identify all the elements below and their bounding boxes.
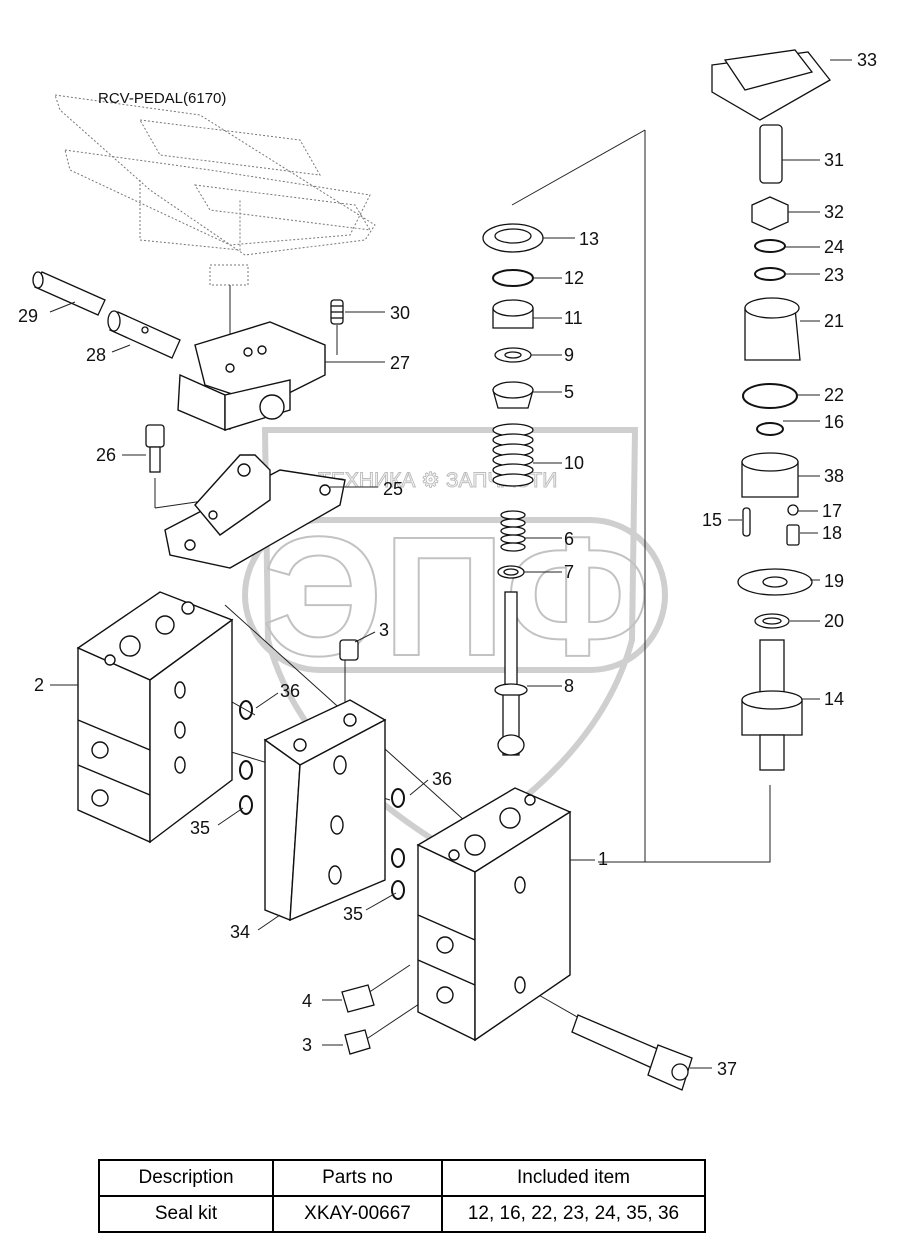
callout-30: 30 (390, 303, 410, 323)
part-4-plug (341, 984, 375, 1013)
cell-included-item: 12, 16, 22, 23, 24, 35, 36 (441, 1195, 706, 1233)
callout-34: 34 (230, 922, 250, 942)
callout-25: 25 (383, 479, 403, 499)
callout-7: 7 (564, 562, 574, 582)
spring-10 (492, 423, 534, 487)
callout-21: 21 (824, 311, 844, 331)
right-column-parts (711, 49, 831, 771)
part-2-valve-block (76, 591, 234, 844)
exploded-parts-diagram: ТЕХНИКА ⚙ ЗАПЧАСТИ ЭПФ RCV-PEDAL(6170) (18, 49, 877, 1091)
header-parts-no: Parts no (272, 1159, 443, 1197)
watermark-letters: ЭПФ (262, 502, 650, 692)
callout-27: 27 (390, 353, 410, 373)
callout-14: 14 (824, 689, 844, 709)
part-27-bracket (177, 321, 326, 432)
callout-20: 20 (824, 611, 844, 631)
callout-leaders (49, 59, 852, 1069)
part-3-plug-upper (339, 639, 359, 661)
callout-4: 4 (302, 991, 312, 1011)
callout-13: 13 (579, 229, 599, 249)
callout-19: 19 (824, 571, 844, 591)
part-30-screw (330, 299, 344, 325)
part-37-bolt (571, 1014, 693, 1091)
center-column-parts (482, 223, 544, 756)
cell-description: Seal kit (98, 1195, 274, 1233)
part-29-pin (32, 271, 106, 316)
part-26-bolt (145, 424, 165, 473)
callout-3-lower: 3 (302, 1035, 312, 1055)
callout-31: 31 (824, 150, 844, 170)
callout-12: 12 (564, 268, 584, 288)
callout-5: 5 (564, 382, 574, 402)
header-included-item: Included item (441, 1159, 706, 1197)
callout-26: 26 (96, 445, 116, 465)
callout-16: 16 (824, 412, 844, 432)
part-28-shaft (107, 310, 181, 359)
callout-22: 22 (824, 385, 844, 405)
callout-35-left: 35 (190, 818, 210, 838)
callout-3-upper: 3 (379, 620, 389, 640)
rcv-pedal-outline (54, 94, 376, 286)
callout-17: 17 (822, 501, 842, 521)
callout-9: 9 (564, 345, 574, 365)
callout-6: 6 (564, 529, 574, 549)
part-1-main-block (416, 787, 572, 1042)
parts-table-header: Description Parts no Included item (98, 1159, 706, 1197)
watermark: ТЕХНИКА ⚙ ЗАПЧАСТИ ЭПФ (242, 427, 668, 854)
callout-24: 24 (824, 237, 844, 257)
callout-numbers: 1 2 3 3 4 5 6 7 8 9 10 11 12 13 14 15 16… (18, 50, 877, 1079)
callout-29: 29 (18, 306, 38, 326)
callout-36-left: 36 (280, 681, 300, 701)
cell-parts-no: XKAY-00667 (272, 1195, 443, 1233)
callout-28: 28 (86, 345, 106, 365)
callout-33: 33 (857, 50, 877, 70)
callout-37: 37 (717, 1059, 737, 1079)
callout-18: 18 (822, 523, 842, 543)
callout-38: 38 (824, 466, 844, 486)
callout-23: 23 (824, 265, 844, 285)
part-34-plate (263, 699, 387, 922)
callout-1: 1 (598, 849, 608, 869)
callout-36-right: 36 (432, 769, 452, 789)
callout-32: 32 (824, 202, 844, 222)
callout-15: 15 (702, 510, 722, 530)
parts-table: Description Parts no Included item Seal … (98, 1159, 706, 1233)
header-description: Description (98, 1159, 274, 1197)
o-rings-35-36 (239, 700, 405, 900)
callout-2: 2 (34, 675, 44, 695)
part-3-plug-lower (344, 1029, 371, 1055)
assembly-title: RCV-PEDAL(6170) (98, 90, 226, 107)
callout-8: 8 (564, 676, 574, 696)
callout-11: 11 (564, 308, 583, 328)
callout-10: 10 (564, 453, 584, 473)
spring-6 (500, 510, 526, 552)
table-row: Seal kit XKAY-00667 12, 16, 22, 23, 24, … (98, 1195, 706, 1233)
callout-35-right: 35 (343, 904, 363, 924)
part-25-base (164, 454, 346, 569)
